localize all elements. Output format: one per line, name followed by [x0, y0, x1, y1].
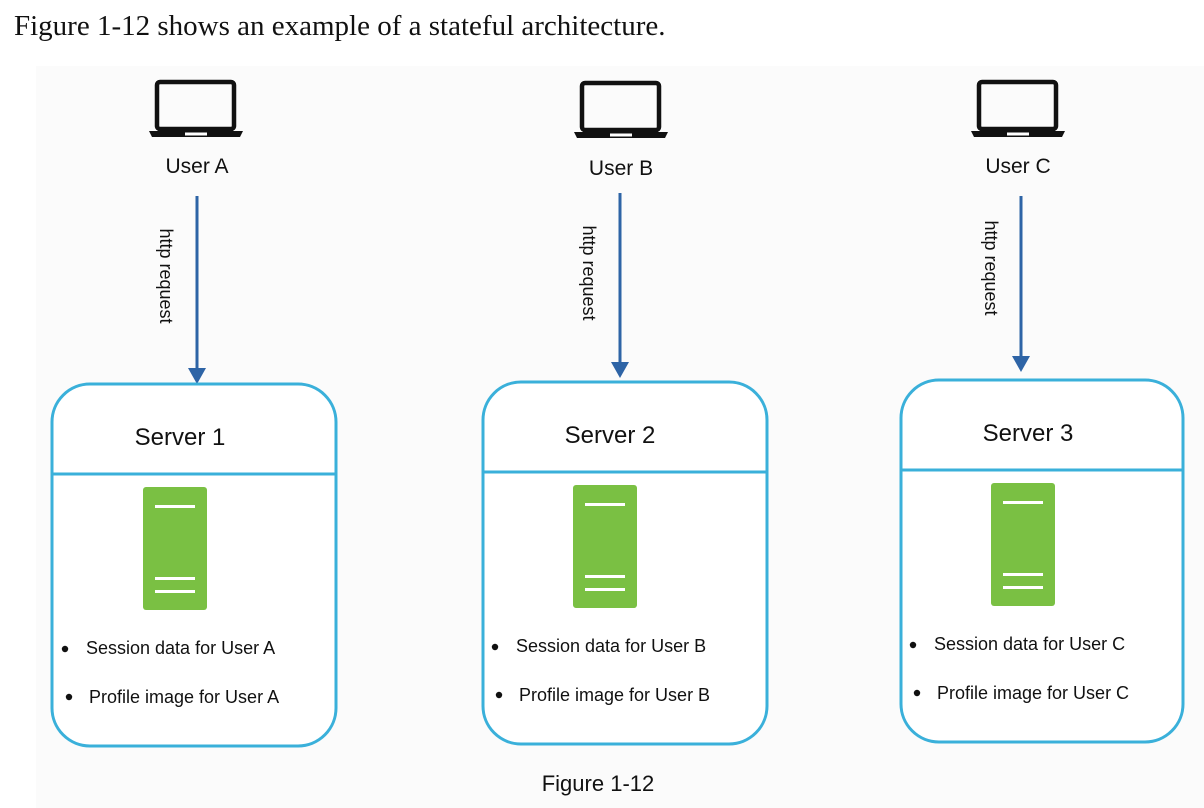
column-user-a: User A http request Server 1 Session dat…: [50, 79, 338, 748]
session-data-item: Session data for User A: [86, 638, 275, 658]
bullet-icon: [909, 641, 917, 649]
arrowhead-icon: [611, 362, 629, 378]
column-user-b: User B http request Server 2 Session dat…: [481, 80, 769, 746]
laptop-icon: [149, 79, 243, 137]
bullet-icon: [61, 645, 69, 653]
column-user-c: User C http request Server 3 Session dat…: [899, 79, 1185, 744]
user-label: User C: [985, 155, 1050, 178]
arrowhead-icon: [188, 368, 206, 384]
laptop-icon: [971, 79, 1065, 137]
profile-image-item: Profile image for User C: [937, 683, 1129, 703]
server-icon: [991, 483, 1055, 606]
request-label: http request: [981, 220, 1001, 315]
server-title: Server 3: [983, 420, 1074, 447]
profile-image-item: Profile image for User B: [519, 685, 710, 705]
arrowhead-icon: [1012, 356, 1030, 372]
user-label: User A: [165, 155, 228, 178]
request-label: http request: [156, 228, 176, 323]
server-icon: [143, 487, 207, 610]
user-label: User B: [589, 157, 653, 180]
figure-caption: Figure 1-12: [542, 771, 655, 796]
bullet-icon: [495, 691, 503, 699]
laptop-icon: [574, 80, 668, 138]
session-data-item: Session data for User C: [934, 634, 1125, 654]
session-data-item: Session data for User B: [516, 636, 706, 656]
server-title: Server 1: [135, 424, 226, 451]
bullet-icon: [491, 643, 499, 651]
request-label: http request: [579, 225, 599, 320]
server-title: Server 2: [565, 422, 656, 449]
profile-image-item: Profile image for User A: [89, 687, 279, 707]
intro-text: Figure 1-12 shows an example of a statef…: [14, 10, 666, 42]
bullet-icon: [913, 689, 921, 697]
server-icon: [573, 485, 637, 608]
bullet-icon: [65, 693, 73, 701]
